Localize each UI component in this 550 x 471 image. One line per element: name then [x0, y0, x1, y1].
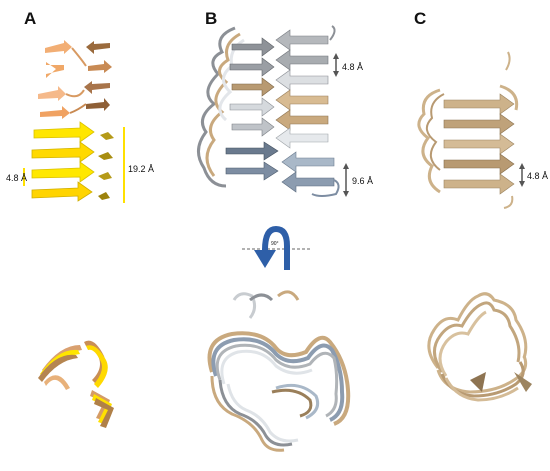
- panel-b-label: B: [205, 9, 217, 28]
- panel-c-fibril-top-view: [427, 292, 532, 402]
- panel-b-measure-top: 4.8 Å: [342, 62, 363, 72]
- panel-c-label: C: [414, 9, 426, 28]
- panel-a-measure-large: 19.2 Å: [128, 164, 154, 174]
- panel-c-measure: 4.8 Å: [527, 171, 548, 181]
- panel-a-yellow-strands: [31, 121, 114, 202]
- panel-a-label: A: [24, 9, 36, 28]
- panel-c-fibril-side-view: 4.8 Å: [417, 51, 548, 209]
- panel-a-fibril-side-view: 4.8 Å 19.2 Å: [6, 40, 154, 203]
- panel-a-orange-strands: [38, 40, 112, 119]
- panel-b-left-strands: [225, 37, 279, 181]
- panel-b-right-strands: [275, 29, 335, 193]
- rotation-label: 90°: [271, 241, 279, 247]
- rotation-90-icon: 90°: [242, 226, 310, 270]
- panel-c-strands: [443, 93, 515, 195]
- panel-b-measure-bottom: 9.6 Å: [352, 176, 373, 186]
- panel-a-measure-small: 4.8 Å: [6, 173, 27, 183]
- panel-b-fibril-top-view: [207, 290, 351, 452]
- panel-b-fibril-side-view: 4.8 Å 9.6 Å: [197, 25, 373, 197]
- panel-a-fibril-top-view: [38, 340, 114, 428]
